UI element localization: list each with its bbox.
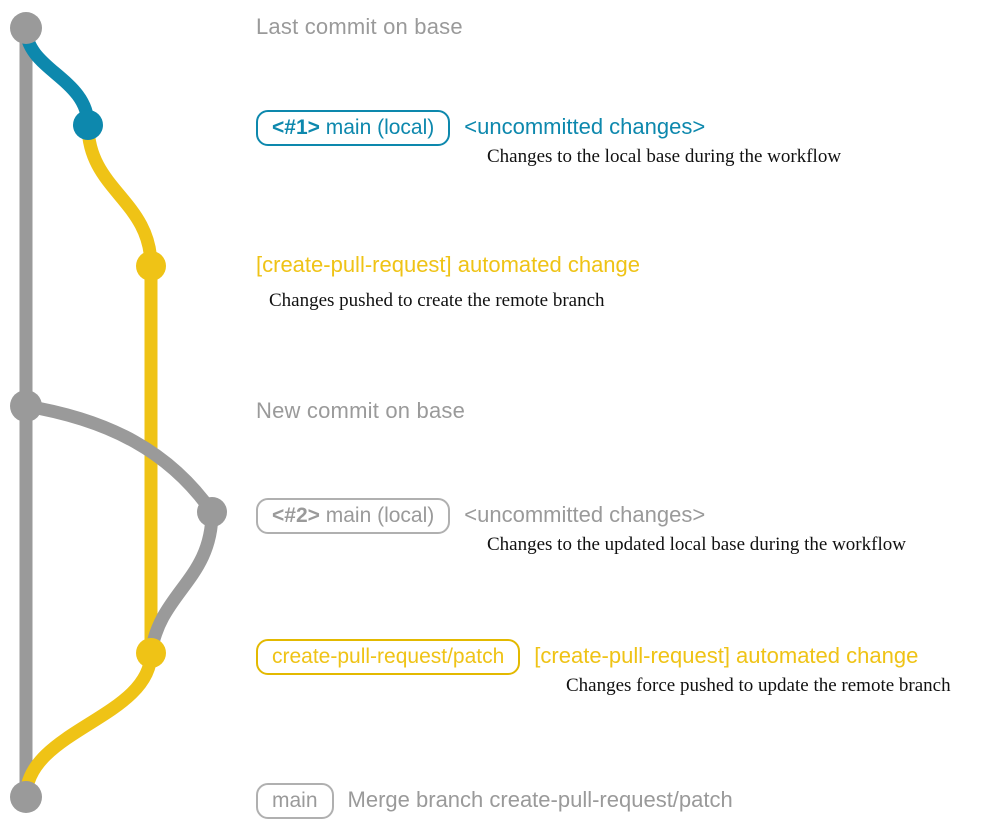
commit-subject-patch-2: [create-pull-request] automated change	[534, 643, 919, 668]
row-local-commit-2: <#2> main (local) <uncommitted changes>	[256, 498, 705, 534]
commit-description-patch-2: Changes force pushed to update the remot…	[566, 675, 951, 696]
ref-badge-main[interactable]: main	[256, 783, 334, 819]
ref-badge-local-1[interactable]: <#1> main (local)	[256, 110, 451, 146]
ref-badge-local-2-suffix: main (local)	[319, 504, 435, 527]
commit-description-local-2: Changes to the updated local base during…	[487, 534, 906, 555]
ref-badge-patch-branch-label: create-pull-request/patch	[272, 645, 505, 668]
ref-badge-local-1-prefix: <#1>	[272, 116, 320, 139]
heading-last-commit-on-base: Last commit on base	[256, 14, 463, 39]
ref-badge-patch-branch[interactable]: create-pull-request/patch	[256, 639, 521, 675]
heading-new-commit-on-base: New commit on base	[256, 398, 466, 423]
commit-subject-local-2: <uncommitted changes>	[464, 502, 706, 527]
commit-description-local-1: Changes to the local base during the wor…	[487, 146, 842, 167]
row-patch-commit-1: [create-pull-request] automated change	[256, 254, 640, 276]
row-new-commit-on-base: New commit on base	[256, 398, 465, 424]
commit-subject-merge: Merge branch create-pull-request/patch	[347, 787, 733, 812]
row-merge-commit: main Merge branch create-pull-request/pa…	[256, 783, 733, 819]
ref-badge-local-2-prefix: <#2>	[272, 504, 320, 527]
commit-subject-patch-1: [create-pull-request] automated change	[256, 252, 641, 277]
row-patch-commit-2: create-pull-request/patch [create-pull-r…	[256, 639, 918, 675]
ref-badge-local-2[interactable]: <#2> main (local)	[256, 498, 451, 534]
ref-badge-main-label: main	[272, 789, 318, 812]
row-last-commit-on-base: Last commit on base	[256, 14, 463, 40]
commit-subject-local-1: <uncommitted changes>	[464, 114, 706, 139]
ref-badge-local-1-suffix: main (local)	[319, 116, 435, 139]
commit-description-patch-1: Changes pushed to create the remote bran…	[269, 290, 605, 311]
row-local-commit-1: <#1> main (local) <uncommitted changes>	[256, 110, 705, 146]
